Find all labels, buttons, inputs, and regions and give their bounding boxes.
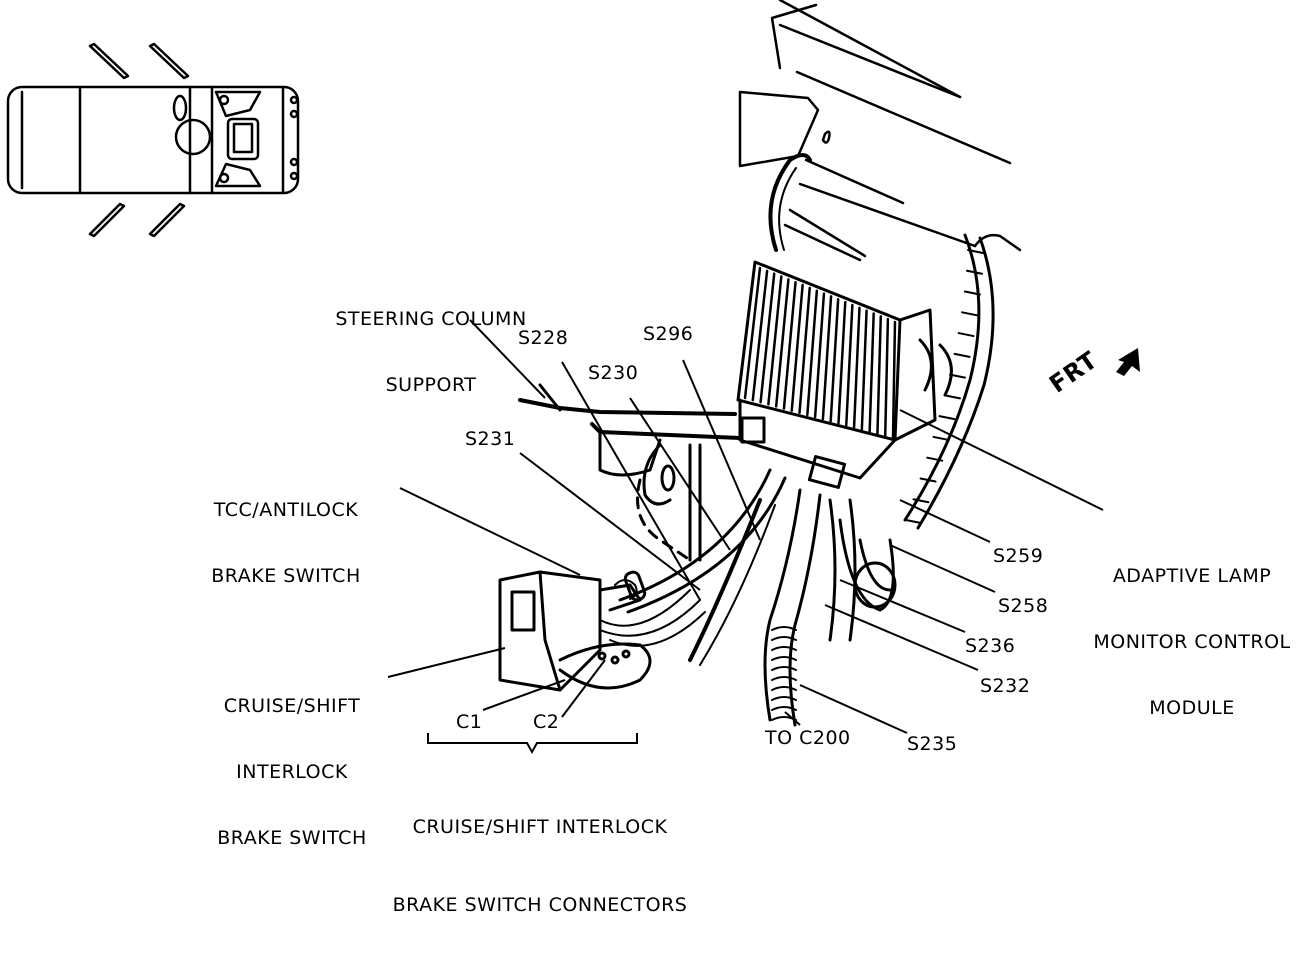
label-c2: C2 — [533, 711, 560, 733]
leader-c1 — [482, 679, 566, 711]
label-c1: C1 — [456, 711, 483, 733]
harness-rib — [771, 636, 797, 641]
harness-rib — [771, 676, 797, 681]
conduit-rib — [912, 498, 930, 504]
harness-rib — [771, 646, 797, 651]
label-line: ADAPTIVE LAMP — [1112, 565, 1272, 587]
label-s259: S259 — [993, 545, 1044, 567]
leader-c2 — [561, 659, 606, 718]
leader-adaptive-lamp — [899, 409, 1104, 511]
module-fin — [845, 303, 854, 427]
label-adaptive-lamp-monitor-control-module: ADAPTIVE LAMP MONITOR CONTROL MODULE — [1072, 521, 1312, 763]
adaptive-lamp-module-illustration — [736, 233, 995, 530]
module-fin — [829, 298, 840, 423]
module-fin — [782, 280, 797, 410]
label-line: BRAKE SWITCH CONNECTORS — [392, 894, 688, 916]
leader-s230 — [629, 397, 731, 551]
conduit-rib — [953, 352, 971, 358]
front-arrow-icon — [1116, 348, 1140, 376]
conduit-rib — [926, 456, 944, 462]
module-fin — [774, 278, 790, 408]
module-fin — [790, 283, 804, 412]
label-to-c200: TO C200 — [765, 727, 851, 749]
label-s236: S236 — [965, 635, 1016, 657]
conduit-rib — [938, 415, 956, 421]
leader-s228 — [561, 361, 701, 601]
module-fin — [743, 266, 762, 400]
leader-s296 — [682, 359, 761, 541]
wire-harness-illustration — [618, 468, 897, 727]
diagram-artwork — [6, 0, 1140, 755]
harness-rib — [771, 696, 797, 701]
brake-switch-illustration — [498, 570, 706, 692]
label-s258: S258 — [998, 595, 1049, 617]
module-fin — [806, 289, 819, 417]
module-fin — [798, 286, 811, 414]
leader-s259 — [899, 499, 991, 543]
label-s232: S232 — [980, 675, 1031, 697]
label-line: MODULE — [1149, 697, 1235, 719]
label-s235: S235 — [907, 733, 958, 755]
label-line: SUPPORT — [385, 374, 477, 396]
conduit-rib — [965, 269, 983, 275]
leader-steering-column-support — [469, 319, 546, 399]
conduit-rib — [943, 394, 961, 400]
conduit-rib — [957, 332, 975, 338]
module-fin — [883, 317, 890, 438]
dash-panel-illustration — [738, 0, 1022, 262]
leader-cruise-shift-switch — [387, 647, 506, 678]
module-fin — [751, 269, 769, 402]
leader-s236 — [839, 579, 966, 633]
leader-s231 — [519, 452, 701, 591]
label-tcc-antilock-brake-switch: TCC/ANTILOCK BRAKE SWITCH — [186, 455, 386, 631]
harness-rib — [771, 626, 797, 631]
conduit-rib — [961, 311, 979, 317]
label-line: CRUISE/SHIFT — [223, 695, 361, 717]
module-fin — [759, 272, 776, 404]
vehicle-top-view-locator-icon — [6, 42, 300, 238]
label-brake-switch-connectors: CRUISE/SHIFT INTERLOCK BRAKE SWITCH CONN… — [340, 762, 740, 970]
label-s231: S231 — [465, 428, 516, 450]
label-line: STEERING COLUMN — [335, 308, 527, 330]
conduit-rib — [963, 290, 981, 296]
leader-s235 — [799, 684, 908, 734]
module-fin — [821, 295, 833, 421]
label-s228: S228 — [518, 327, 569, 349]
conduit-rib — [919, 477, 937, 483]
module-fin — [868, 312, 875, 433]
leader-lines — [387, 319, 1104, 755]
label-s296: S296 — [643, 323, 694, 345]
harness-rib — [771, 656, 797, 661]
module-fin — [860, 309, 868, 431]
module-fin — [891, 320, 897, 440]
module-fin — [837, 300, 847, 425]
conduit-rib — [967, 249, 984, 254]
label-line: INTERLOCK — [236, 761, 348, 783]
harness-rib — [771, 706, 797, 711]
module-fin — [813, 292, 826, 419]
conduit-rib — [932, 435, 950, 441]
label-line: BRAKE SWITCH — [211, 565, 361, 587]
module-fin — [852, 306, 861, 429]
harness-rib — [771, 686, 797, 691]
conduit-rib — [905, 519, 922, 524]
harness-rib — [771, 666, 797, 671]
label-line: TCC/ANTILOCK — [213, 499, 359, 521]
steering-column-support-illustration — [518, 383, 742, 562]
module-fin — [876, 315, 883, 436]
label-line: MONITOR CONTROL — [1093, 631, 1291, 653]
leader-tcc-antilock — [399, 487, 581, 576]
wiring-diagram: STEERING COLUMN SUPPORT S228 S296 S230 S… — [6, 0, 1312, 916]
connectors-bracket — [427, 733, 638, 755]
leader-s258 — [889, 544, 996, 593]
label-s230: S230 — [588, 362, 639, 384]
leader-s232 — [824, 604, 979, 671]
module-fin — [767, 275, 783, 406]
leader-to-c200 — [784, 711, 801, 726]
label-steering-column-support: STEERING COLUMN SUPPORT — [306, 264, 556, 440]
